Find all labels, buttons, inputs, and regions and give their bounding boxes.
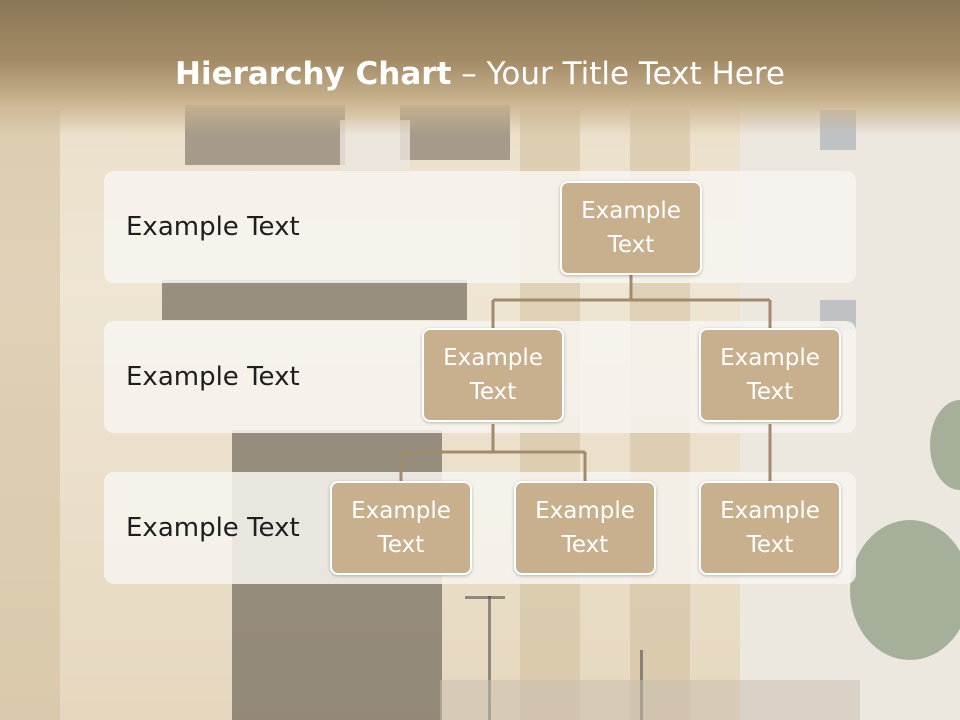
background-pillar [0, 110, 60, 720]
title-bold: Hierarchy Chart [175, 56, 452, 92]
row-label-2: Example Text [126, 362, 300, 392]
row-label-1: Example Text [126, 212, 300, 242]
background-steps [440, 680, 860, 720]
row-band-1 [104, 171, 856, 283]
background-handrail [488, 596, 491, 720]
title-rest: – Your Title Text Here [451, 56, 785, 92]
background-handrail [465, 596, 505, 599]
connector-left-to-level3 [399, 424, 587, 482]
background-tree [850, 520, 960, 660]
connector-root-to-level2 [491, 275, 772, 330]
title-banner [0, 0, 960, 135]
background-person-jacket [162, 280, 467, 320]
slide-title: Hierarchy Chart – Your Title Text Here [0, 56, 960, 92]
row-label-3: Example Text [126, 513, 300, 543]
